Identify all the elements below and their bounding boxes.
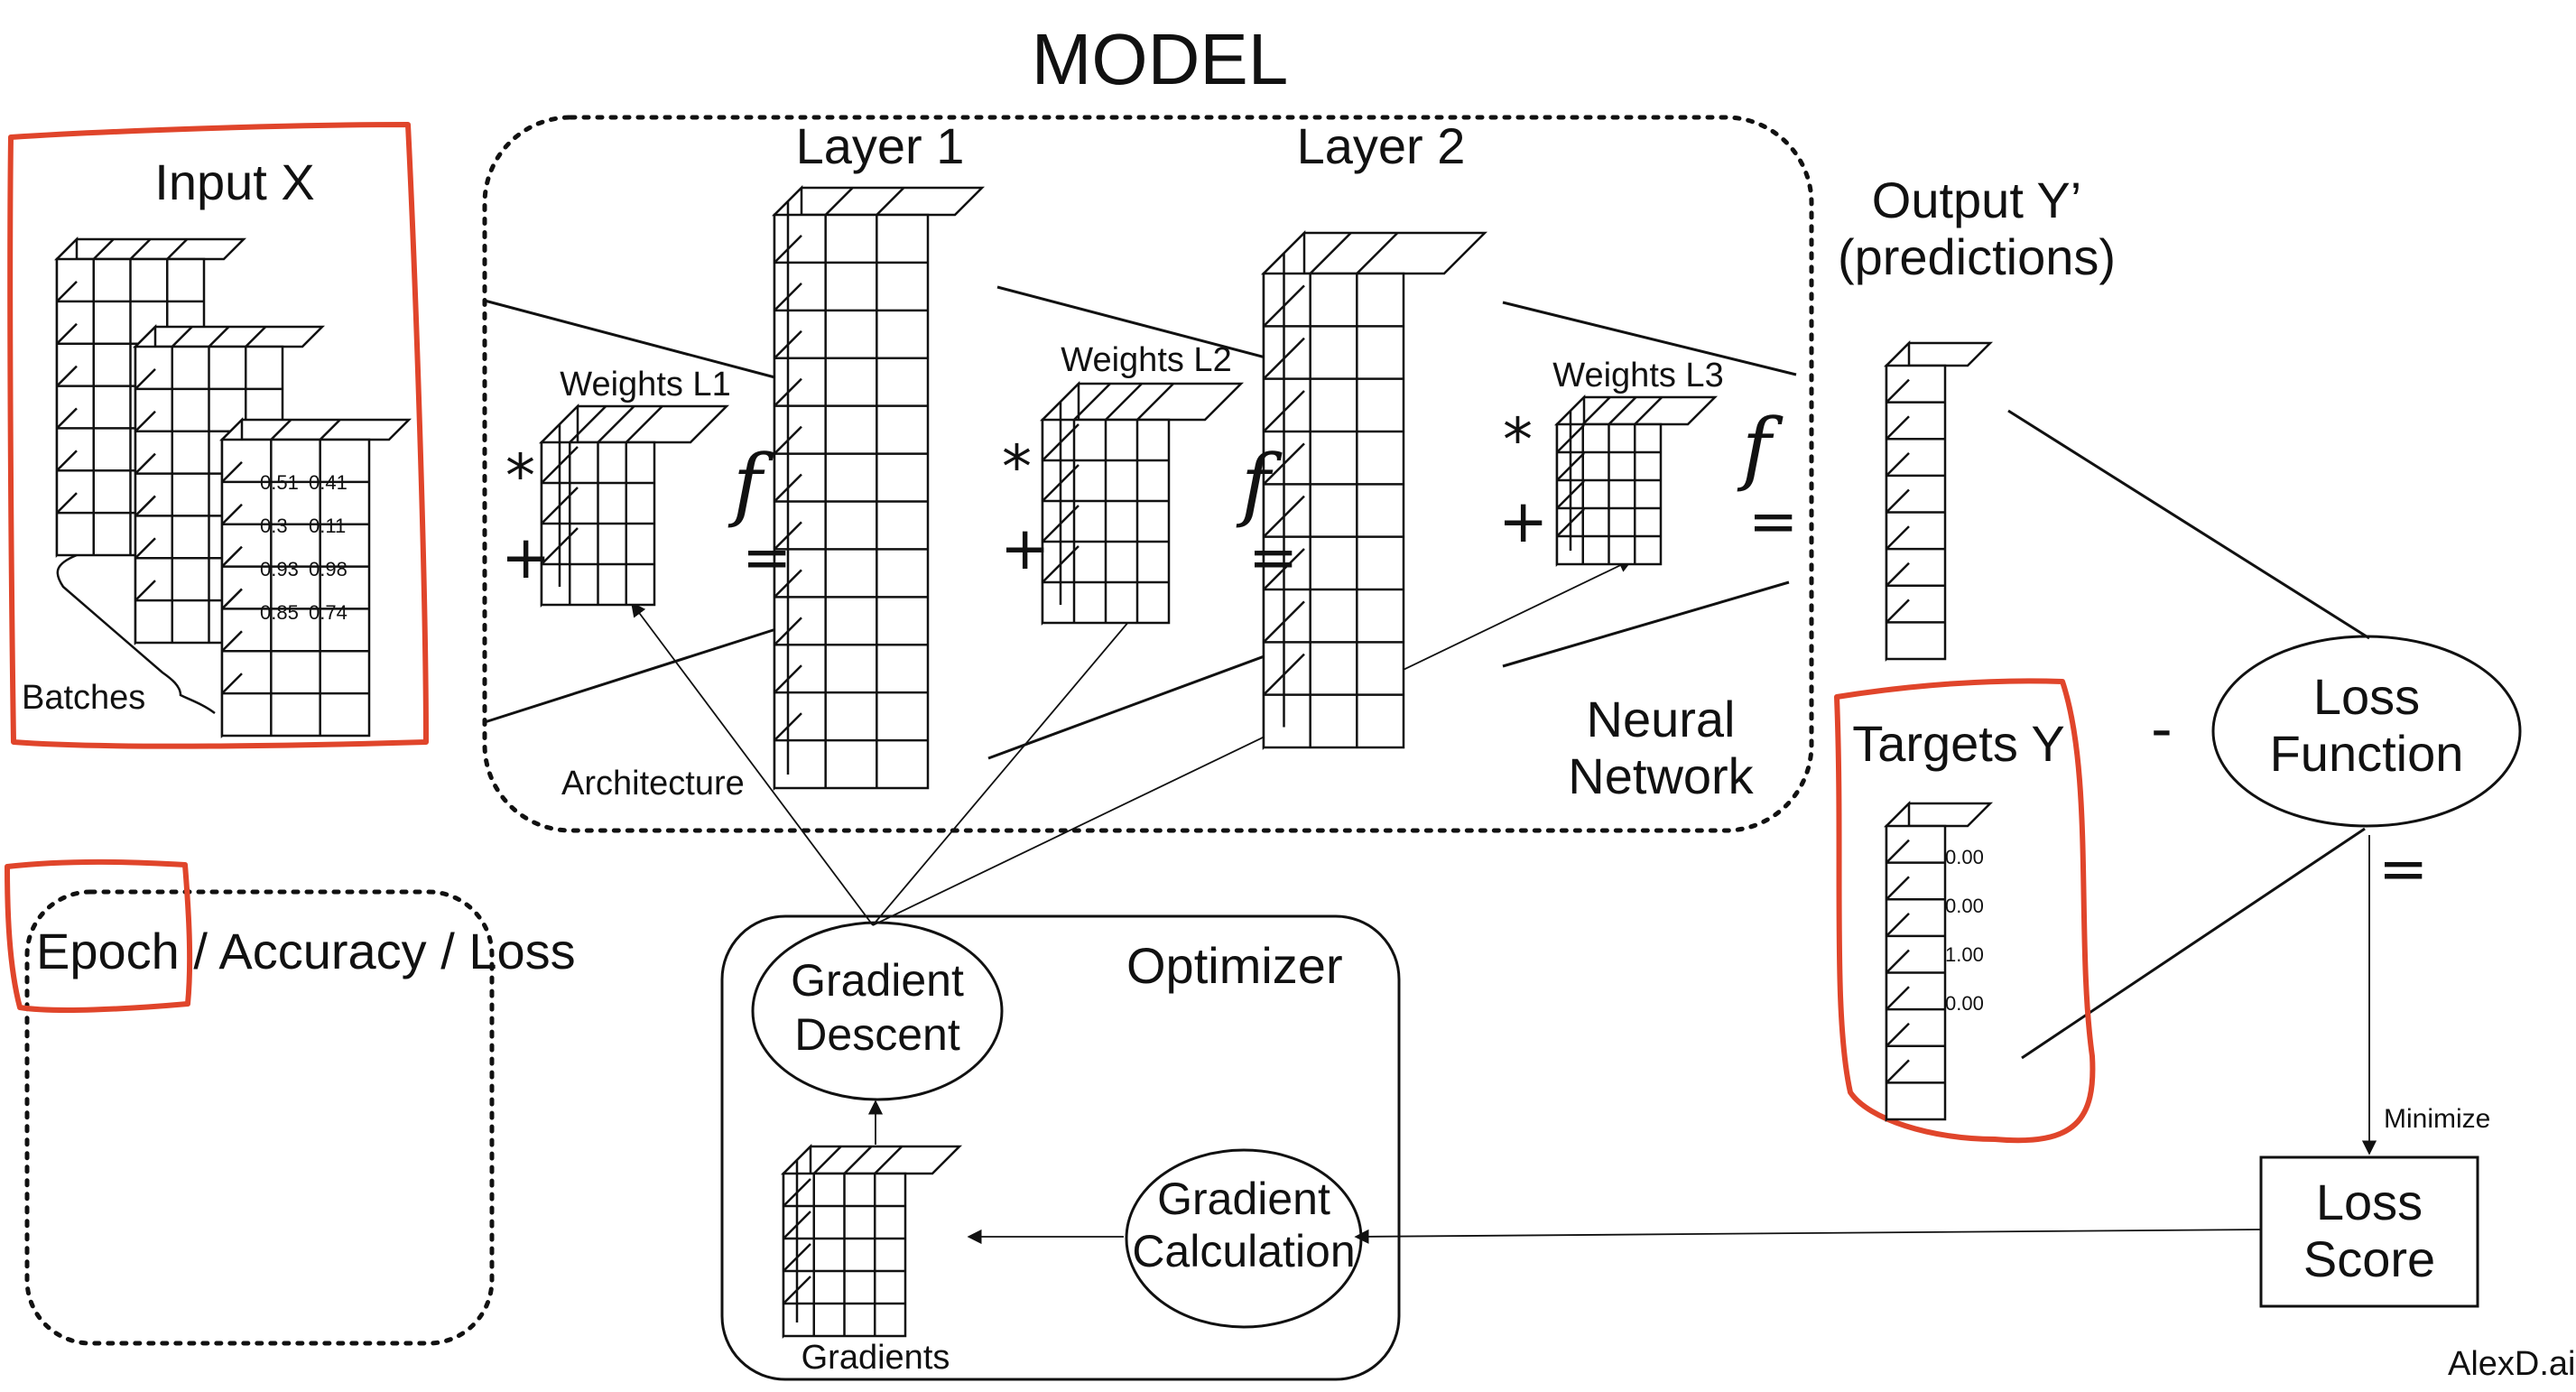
gradient-calculation-ellipse xyxy=(1125,1148,1363,1329)
loss-function-line1: Loss xyxy=(2312,668,2421,725)
loss-score-line1: Loss xyxy=(2315,1174,2423,1230)
input-cell: 0.93 xyxy=(260,558,299,580)
layer-connection-lines xyxy=(484,285,2370,1060)
batches-brace xyxy=(56,553,216,714)
target-cell: 0.00 xyxy=(1945,992,1984,1015)
equals-operator-2: = xyxy=(1248,523,1299,592)
tensor-cubes xyxy=(53,184,1994,1340)
weights-l1-tensor xyxy=(538,403,730,608)
weights-l3-label: Weights L3 xyxy=(1552,357,1724,394)
minimize-label: Minimize xyxy=(2384,1104,2491,1134)
credit-label: AlexD.ai xyxy=(2448,1345,2576,1383)
multiply-operator-1: * xyxy=(505,441,535,511)
gradient-descent-line1: Gradient xyxy=(791,955,964,1006)
output-label-line2: (predictions) xyxy=(1837,228,2117,285)
minus-operator: - xyxy=(2151,694,2173,764)
neural-network-line1: Neural xyxy=(1586,691,1736,747)
add-operator-2: + xyxy=(1000,514,1051,583)
layer1-label: Layer 1 xyxy=(795,117,965,174)
targets-tensor xyxy=(1883,800,1994,1123)
batches-label: Batches xyxy=(22,679,146,717)
equals-operator-loss: = xyxy=(2378,834,2429,904)
layer2-label: Layer 2 xyxy=(1296,117,1466,174)
input-label: Input X xyxy=(154,153,315,210)
add-operator-3: + xyxy=(1498,487,1549,556)
multiply-operator-3: * xyxy=(1503,405,1533,475)
weights-l1-label: Weights L1 xyxy=(560,366,731,404)
target-cell: 0.00 xyxy=(1945,846,1984,868)
add-operator-1: + xyxy=(501,523,551,592)
gradients-label: Gradients xyxy=(801,1339,950,1377)
gradient-calculation-line1: Gradient xyxy=(1157,1174,1330,1224)
target-cell: 1.00 xyxy=(1945,943,1984,966)
loss-score-box xyxy=(2259,1155,2479,1308)
activation-f-3: f xyxy=(1742,401,1772,494)
gradients-tensor xyxy=(780,1143,963,1340)
input-cell: 0.11 xyxy=(309,515,347,537)
gradient-descent-line2: Descent xyxy=(794,1009,960,1060)
input-cell: 0.85 xyxy=(260,601,299,624)
target-cell: 0.00 xyxy=(1945,895,1984,917)
output-label-line1: Output Y’ xyxy=(1871,172,2082,228)
input-cell: 0.51 xyxy=(260,471,299,494)
loss-function-line2: Function xyxy=(2269,725,2464,782)
gradient-descent-ellipse xyxy=(751,921,1004,1101)
input-cell: 0.74 xyxy=(309,601,347,624)
gradient-calculation-line2: Calculation xyxy=(1132,1226,1356,1276)
weights-l3-tensor xyxy=(1553,394,1719,568)
equals-operator-3: = xyxy=(1748,487,1799,556)
input-cell: 0.98 xyxy=(309,558,347,580)
multiply-operator-2: * xyxy=(1002,432,1032,502)
input-tensor-front xyxy=(218,416,412,739)
input-cell: 0.41 xyxy=(309,471,347,494)
layer1-tensor xyxy=(771,184,986,792)
loss-score-line2: Score xyxy=(2303,1230,2436,1287)
equals-operator-1: = xyxy=(742,523,792,592)
output-tensor xyxy=(1883,339,1994,663)
weights-l2-label: Weights L2 xyxy=(1061,341,1232,379)
red-highlights xyxy=(5,122,2096,1144)
neural-network-line2: Network xyxy=(1568,747,1754,804)
loss-function-ellipse xyxy=(2211,635,2522,828)
model-boundary xyxy=(482,115,1814,833)
activation-f-1: f xyxy=(733,437,763,530)
model-title: MODEL xyxy=(1031,19,1289,99)
weight-update-arrows xyxy=(631,559,2377,1245)
metrics-box xyxy=(24,889,495,1346)
activation-f-2: f xyxy=(1241,437,1271,530)
weights-l2-tensor xyxy=(1039,380,1245,626)
optimizer-box xyxy=(720,914,1401,1381)
optimizer-label: Optimizer xyxy=(1126,937,1343,994)
targets-label: Targets Y xyxy=(1852,715,2065,772)
layer2-tensor xyxy=(1260,229,1488,751)
input-cell: 0.3 xyxy=(260,515,288,537)
architecture-label: Architecture xyxy=(561,765,745,803)
metrics-label: Epoch / Accuracy / Loss xyxy=(36,923,576,979)
